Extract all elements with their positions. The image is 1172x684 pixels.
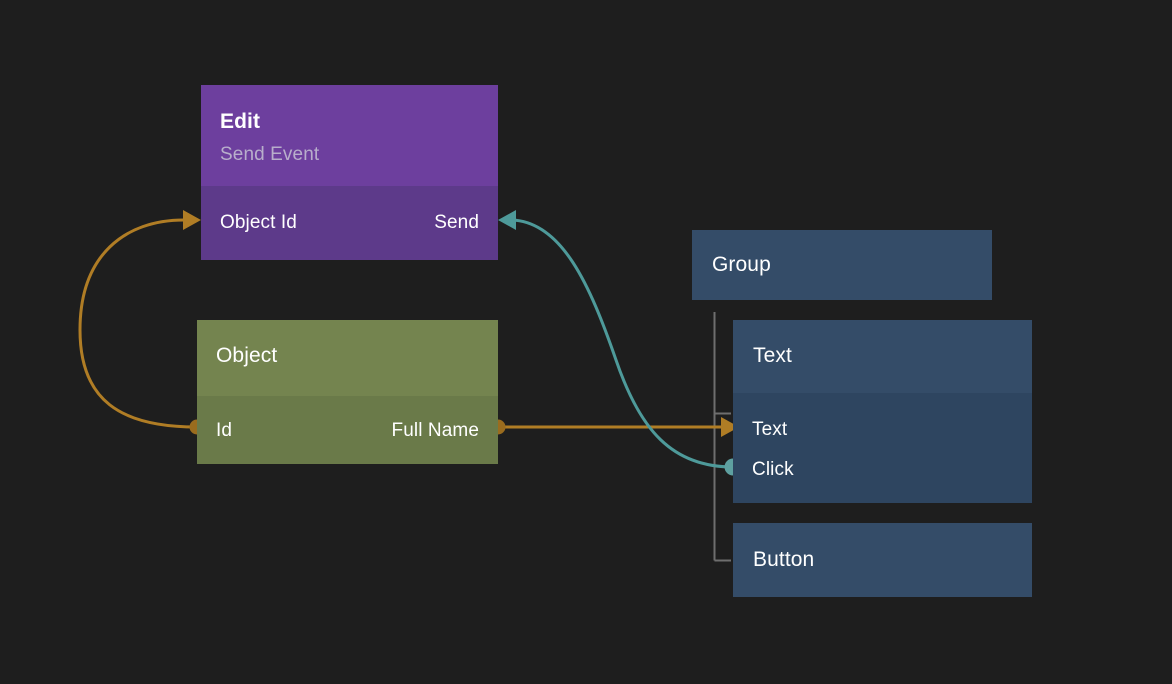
port-label-id[interactable]: Id <box>216 420 233 441</box>
node-group-header[interactable]: Group <box>692 230 992 300</box>
port-label-send[interactable]: Send <box>434 212 479 233</box>
node-text-port-row-click: Click <box>733 460 1032 479</box>
node-button[interactable]: Button <box>733 523 1032 597</box>
node-edit-body[interactable]: Object Id Send <box>201 186 498 260</box>
node-edit-port-row: Object Id Send <box>201 213 498 232</box>
node-button-header[interactable]: Button <box>733 523 1032 597</box>
group-tree-connector <box>713 312 731 562</box>
node-button-title: Button <box>753 548 815 571</box>
edge-object-id-to-edit-object-id[interactable] <box>78 210 205 435</box>
node-edit-subtitle: Send Event <box>220 144 320 165</box>
node-edit-title: Edit <box>220 110 261 133</box>
port-label-full-name[interactable]: Full Name <box>391 420 479 441</box>
node-group[interactable]: Group <box>692 230 992 300</box>
port-label-text[interactable]: Text <box>752 419 788 440</box>
node-text[interactable]: Text Text Click <box>733 320 1032 503</box>
node-edit[interactable]: Edit Send Event Object Id Send <box>201 85 498 260</box>
node-text-header[interactable]: Text <box>733 320 1032 393</box>
node-edit-header[interactable]: Edit Send Event <box>201 85 498 186</box>
node-object-body[interactable]: Id Full Name <box>197 396 498 464</box>
port-label-object-id[interactable]: Object Id <box>220 212 297 233</box>
node-object-header[interactable]: Object <box>197 320 498 396</box>
node-object-port-row: Id Full Name <box>197 421 498 440</box>
node-group-title: Group <box>712 253 771 276</box>
port-label-click[interactable]: Click <box>752 459 794 480</box>
node-object-title: Object <box>216 344 278 367</box>
node-text-port-row-text: Text <box>733 420 1032 439</box>
node-object[interactable]: Object Id Full Name <box>197 320 498 464</box>
edge-object-fullname-to-text-text[interactable] <box>490 417 740 437</box>
node-text-title: Text <box>753 344 792 367</box>
node-text-body[interactable]: Text Click <box>733 393 1032 503</box>
